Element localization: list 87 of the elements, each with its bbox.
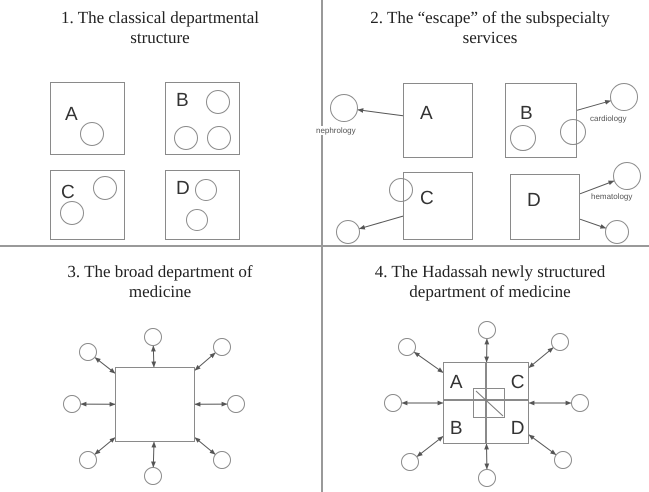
arrow bbox=[94, 357, 116, 374]
service-circle bbox=[330, 94, 358, 122]
arrow bbox=[194, 437, 216, 455]
department-letter: C bbox=[510, 372, 525, 392]
panel-title: 4. The Hadassah newly structured department of medicine bbox=[374, 262, 606, 302]
service-circle bbox=[571, 394, 589, 412]
service-circle bbox=[613, 162, 641, 190]
department-letter: A bbox=[420, 104, 433, 123]
department-box bbox=[403, 83, 473, 158]
arrow bbox=[576, 100, 612, 111]
arrow bbox=[357, 108, 404, 116]
panel-title: 3. The broad department of medicine bbox=[66, 262, 254, 302]
arrow bbox=[484, 443, 490, 470]
service-circle bbox=[60, 200, 84, 225]
service-circle bbox=[227, 395, 245, 413]
service-circle bbox=[213, 451, 231, 469]
service-circle bbox=[80, 122, 104, 146]
quadrant-box bbox=[442, 400, 486, 444]
service-circle bbox=[560, 119, 586, 145]
department-letter: B bbox=[450, 418, 462, 438]
service-circle bbox=[144, 467, 162, 485]
arrow bbox=[580, 218, 606, 229]
arrow bbox=[416, 436, 444, 457]
arrow bbox=[401, 400, 444, 406]
arrow bbox=[528, 434, 556, 456]
department-box bbox=[443, 362, 529, 444]
department-box bbox=[165, 170, 240, 240]
arrow bbox=[151, 441, 156, 468]
arrow bbox=[484, 338, 490, 363]
service-circle bbox=[551, 333, 569, 351]
service-circle bbox=[194, 178, 217, 201]
service-circle bbox=[92, 176, 117, 200]
arrow bbox=[580, 180, 614, 194]
service-circle bbox=[79, 451, 97, 469]
department-box bbox=[115, 367, 195, 442]
panel-title: 2. The “escape” of the subspecialty services bbox=[370, 8, 610, 48]
arrow bbox=[80, 402, 116, 407]
service-circle bbox=[206, 126, 231, 150]
department-box bbox=[403, 172, 473, 240]
service-circle bbox=[401, 453, 419, 471]
service-circle bbox=[336, 220, 360, 244]
department-letter: B bbox=[176, 91, 189, 110]
arrow bbox=[528, 347, 554, 368]
arrow bbox=[194, 402, 228, 407]
service-circle bbox=[186, 208, 208, 231]
arrow bbox=[358, 216, 404, 230]
department-letter: C bbox=[420, 189, 434, 208]
service-circle bbox=[79, 343, 97, 361]
quadrant-box bbox=[486, 400, 529, 444]
service-circle bbox=[554, 451, 572, 469]
specialty-label: cardiology bbox=[590, 114, 626, 123]
service-circle bbox=[389, 178, 413, 202]
service-circle bbox=[63, 395, 81, 413]
department-letter: D bbox=[527, 191, 541, 210]
arrow bbox=[528, 400, 572, 406]
service-circle bbox=[206, 90, 230, 114]
specialty-label: hematology bbox=[591, 192, 632, 201]
department-letter: D bbox=[510, 418, 525, 438]
service-circle bbox=[478, 469, 496, 487]
arrow bbox=[194, 352, 216, 371]
quadrant-box bbox=[486, 362, 529, 400]
arrow bbox=[414, 352, 444, 373]
panel-title: 1. The classical departmental structure bbox=[60, 8, 260, 48]
service-circle bbox=[213, 338, 231, 356]
service-circle bbox=[610, 83, 638, 111]
service-circle bbox=[144, 328, 162, 346]
department-box bbox=[505, 83, 577, 158]
department-box bbox=[165, 82, 240, 155]
service-circle bbox=[174, 126, 198, 150]
quadrant-box bbox=[442, 362, 486, 400]
specialty-label: nephrology bbox=[316, 126, 356, 135]
department-letter: B bbox=[520, 104, 533, 123]
department-box bbox=[50, 170, 125, 240]
department-letter: A bbox=[65, 105, 78, 124]
service-circle bbox=[384, 394, 402, 412]
department-letter: C bbox=[61, 183, 75, 202]
arrow bbox=[151, 345, 156, 368]
department-letter: A bbox=[450, 372, 462, 392]
service-circle bbox=[510, 124, 536, 151]
service-circle bbox=[605, 220, 629, 244]
center-box bbox=[472, 388, 505, 418]
department-box bbox=[50, 82, 125, 155]
department-letter: D bbox=[176, 179, 190, 198]
department-box bbox=[510, 174, 580, 240]
service-circle bbox=[398, 338, 416, 356]
arrow bbox=[94, 437, 116, 455]
service-circle bbox=[478, 321, 496, 339]
